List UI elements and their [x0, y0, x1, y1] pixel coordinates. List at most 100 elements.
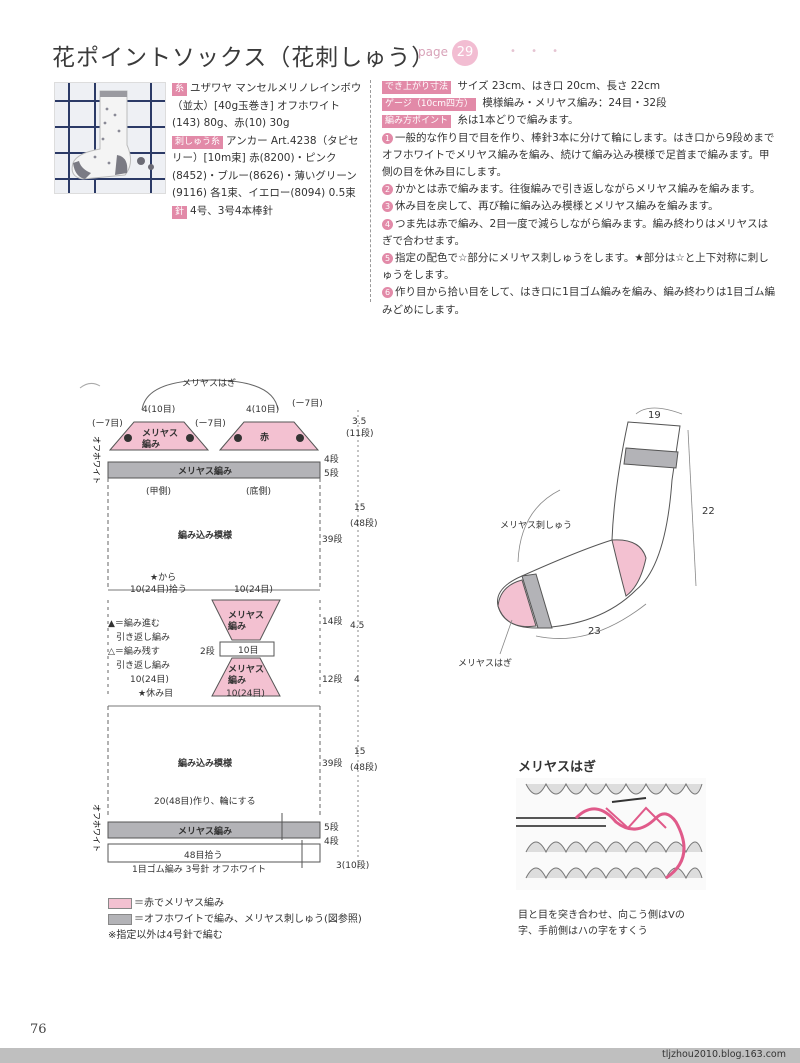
sock-height: 22	[702, 506, 715, 517]
step-text: つま先は赤で編み、2目一度で減らしながら編みます。編み終わりはメリヤスはぎで合わ…	[382, 217, 769, 247]
step-number: 5	[382, 253, 393, 265]
yarn-tag: 糸	[172, 83, 188, 96]
needle-tag: 針	[172, 205, 188, 219]
embroidery-text: アンカー Art.4238（タピセリー）[10m束] 赤(8200)・ピンク(8…	[172, 134, 359, 200]
knitting-diagram: メリヤスはぎ 4(10目) 4(10目) (ー7目) (ー7目) (ー7目) メ…	[79, 377, 377, 875]
graft-title: メリヤスはぎ	[518, 760, 597, 775]
decorative-dots: • • •	[510, 46, 565, 57]
band2-rows-2: 4段	[324, 835, 339, 847]
page-label: page	[418, 45, 448, 59]
toe-left-count: 4(10目)	[142, 404, 175, 415]
heel-top-count: 10(24目)	[234, 584, 273, 595]
materials-block: 糸ユザワヤ マンセルメリノレインボウ（並太）[40g玉巻き] オフホワイト(14…	[172, 80, 362, 220]
step-text: 休み目を戻して、再び輪に編み込み模様とメリヤス編みを編みます。	[395, 200, 719, 213]
heel-dim: 4.5	[350, 621, 364, 631]
minus7-left: (ー7目)	[92, 418, 123, 429]
embroidery-tag: 刺しゅう糸	[172, 135, 224, 149]
offwhite-top: オフホワイト	[92, 436, 101, 484]
sock-emb-label: メリヤス刺しゅう	[500, 520, 572, 531]
heel-mid: 10目	[238, 645, 258, 656]
gauge-tag: ゲージ（10cm四方）	[382, 98, 476, 112]
band2-rows-1: 5段	[324, 821, 339, 833]
band1-rows-2: 5段	[324, 467, 339, 479]
heel-lower-label: メリヤス編み	[228, 664, 264, 686]
step-text: 指定の配色で☆部分にメリヤス刺しゅうをします。★部分は☆と上下対称に刺しゅうをし…	[382, 252, 769, 282]
gray-swatch	[108, 913, 132, 925]
legend-tri-fill: ▲＝編み進む	[108, 617, 160, 629]
footer-bar: tljzhou2010.blog.163.com	[0, 1048, 800, 1063]
pattern2-rows: 39段	[322, 757, 342, 769]
column-divider	[370, 80, 371, 302]
point-tag: 編み方ポイント	[382, 115, 452, 129]
legend-gray-text: ＝オフホワイトで編み、メリヤス刺しゅう(図参照)	[134, 914, 362, 925]
heel-lower-rows: 12段	[322, 673, 342, 685]
cuff-dim: 3(10段)	[336, 859, 369, 871]
minus7-mid: (ー7目)	[195, 418, 226, 429]
band1-rows-1: 4段	[324, 453, 339, 465]
gauge-text: 模様編み・メリヤス編み：24目・32段	[482, 97, 667, 110]
heel-left-count: 10(24目)	[130, 674, 169, 685]
yarn-text: ユザワヤ マンセルメリノレインボウ（並太）[40g玉巻き] オフホワイト(143…	[172, 82, 362, 129]
cuff-pick: 48目拾う	[184, 849, 222, 861]
step-number: 4	[382, 218, 393, 230]
heel-upper-label: メリヤス編み	[228, 610, 264, 632]
cuff-label: 1目ゴム編み 3号針 オフホワイト	[132, 863, 266, 875]
sock-width: 19	[648, 410, 661, 421]
minus7-right: (ー7目)	[292, 398, 323, 409]
heel-bottom-count: 10(24目)	[226, 688, 265, 699]
legend-tri-open-2: 引き返し編み	[116, 659, 170, 671]
toe-stitch-label: メリヤス編み	[142, 428, 178, 450]
footer-url: tljzhou2010.blog.163.com	[661, 1049, 786, 1060]
heel-2rows: 2段	[200, 645, 215, 657]
heel-upper-rows: 14段	[322, 615, 342, 627]
heel-lower-dim: 4	[354, 675, 360, 685]
size-text: サイズ 23cm、はき口 20cm、長さ 22cm	[457, 80, 661, 92]
graft-caption: 目と目を突き合わせ、向こう側はVの 字、手前側はハの字をすくう	[518, 908, 685, 940]
sole-label: (底側)	[246, 485, 271, 497]
pattern1-label: 編み込み模様	[178, 529, 233, 541]
pattern2-dim-rows: (48段)	[350, 761, 377, 773]
legend-note: ※指定以外は4号針で編む	[108, 930, 223, 941]
point-text: 糸は1本どりで編みます。	[457, 114, 579, 127]
pattern2-dim: 15	[354, 747, 365, 757]
legend-pink-text: ＝赤でメリヤス編み	[134, 898, 224, 909]
step-text: 作り目から拾い目をして、はき口に1目ゴム編みを編み、編み終わりは1目ゴム編みどめ…	[382, 286, 776, 316]
offwhite-bottom: オフホワイト	[92, 804, 101, 852]
band2-label: メリヤス編み	[178, 825, 232, 837]
page-title: 花ポイントソックス（花刺しゅう）	[52, 45, 436, 71]
toe-dim-rows: (11段)	[346, 427, 373, 439]
pattern1-rows: 39段	[322, 533, 342, 545]
pink-swatch	[108, 897, 132, 909]
graft-caption-1: 目と目を突き合わせ、向こう側はVの	[518, 910, 685, 921]
pattern1-dim-rows: (48段)	[350, 517, 377, 529]
page-number: 76	[30, 1022, 47, 1037]
needle-text: 4号、3号4本棒針	[190, 204, 274, 217]
sock-photo	[54, 82, 166, 194]
graft-illustration	[516, 778, 706, 890]
legend-tri-fill-2: 引き返し編み	[116, 631, 170, 643]
sock-length: 23	[588, 626, 601, 637]
legend-gray: ＝オフホワイトで編み、メリヤス刺しゅう(図参照)	[108, 910, 362, 925]
toe-red-label: 赤	[260, 431, 269, 443]
toe-right-count: 4(10目)	[246, 404, 279, 415]
instep-label: (甲側)	[146, 485, 171, 497]
pickup-star: ★から	[150, 572, 176, 583]
step-number: 6	[382, 287, 393, 299]
top-graft-label: メリヤスはぎ	[182, 377, 236, 389]
legend-tri-open: △＝編み残す	[108, 645, 160, 657]
step-number: 1	[382, 132, 393, 144]
pattern1-dim: 15	[354, 503, 365, 513]
graft-caption-2: 字、手前側はハの字をすくう	[518, 926, 648, 937]
step-number: 2	[382, 184, 393, 196]
page-number-badge: 29	[451, 40, 478, 66]
instructions-block: でき上がり寸法 サイズ 23cm、はき口 20cm、長さ 22cm ゲージ（10…	[382, 78, 777, 319]
legend-pink: ＝赤でメリヤス編み	[108, 894, 224, 909]
rest-star: ★休み目	[138, 687, 173, 699]
pickup-count: 10(24目)拾う	[130, 583, 187, 595]
